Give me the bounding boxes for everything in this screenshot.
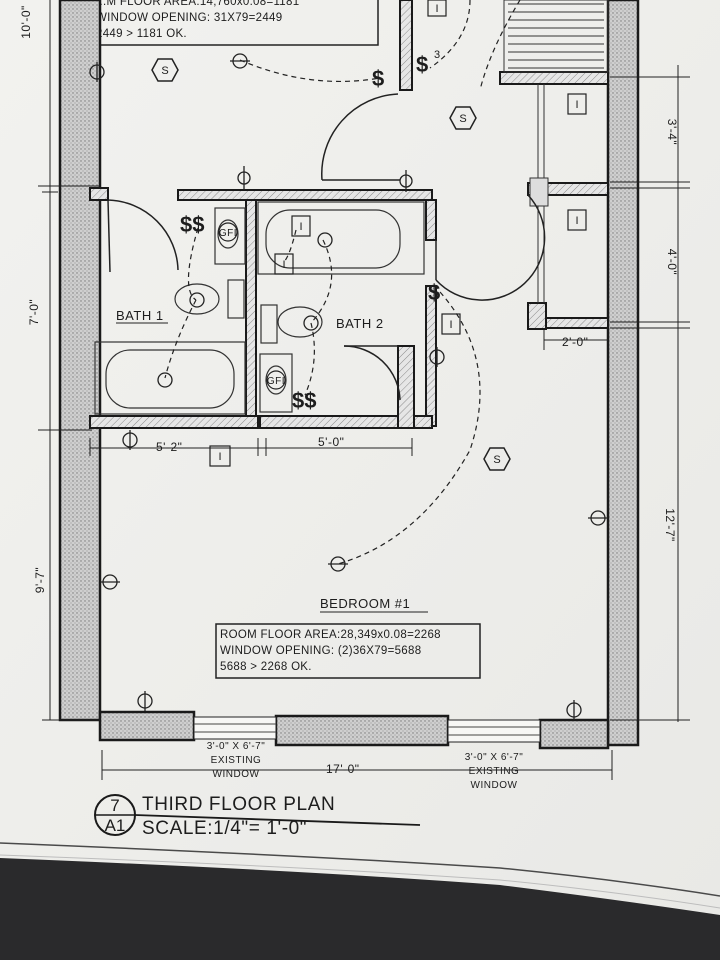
room-label-bath1: BATH 1 xyxy=(116,308,164,323)
light-fixture-icon: I xyxy=(567,209,587,231)
title-block: 7 A1 THIRD FLOOR PLAN SCALE:1/4"= 1'-0" xyxy=(94,794,421,839)
dim-bath2-width: 5'-0" xyxy=(318,435,344,449)
svg-text:I: I xyxy=(218,451,221,463)
dim-bath1-width: 5'-2" xyxy=(156,440,182,454)
light-fixture-icon: I xyxy=(274,253,294,275)
light-fixture-icon: I xyxy=(441,313,461,335)
window-right-window: WINDOW xyxy=(471,780,518,791)
upper-note-line-3: 2449 > 1181 OK. xyxy=(96,28,187,40)
svg-text:I: I xyxy=(575,99,578,111)
smoke-label: S xyxy=(493,454,500,466)
stair xyxy=(503,0,609,73)
dim-right-mid: 4'-0" xyxy=(665,249,679,275)
plan-title: THIRD FLOOR PLAN xyxy=(142,794,335,815)
plan-scale: SCALE:1/4"= 1'-0" xyxy=(142,818,307,839)
svg-text:I: I xyxy=(435,3,438,15)
outlet-icon xyxy=(89,53,608,720)
paper xyxy=(0,0,720,915)
light-fixture-icon: I xyxy=(427,0,447,17)
light-fixture-icon: I xyxy=(291,215,311,237)
smoke-label: S xyxy=(161,65,168,77)
ceiling-light-icon xyxy=(157,232,333,388)
smoke-label: S xyxy=(459,113,466,125)
gfi-outlet-icon: GFI xyxy=(218,222,238,242)
svg-text:I: I xyxy=(299,221,302,233)
switch-icon: $ xyxy=(372,66,384,91)
window-left-size: 3'-0" X 6'-7" xyxy=(207,741,266,752)
dim-left-bottom: 9'-7" xyxy=(33,567,47,593)
doors xyxy=(107,93,546,401)
room-label-bedroom: BEDROOM #1 xyxy=(320,596,410,611)
window-right-existing: EXISTING xyxy=(469,766,520,777)
gfi-label: GFI xyxy=(267,376,285,387)
smoke-detector-icon: S xyxy=(449,106,477,130)
window-label-right: 3'-0" X 6'-7" EXISTING WINDOW xyxy=(465,752,524,791)
bedroom-note-line-2: WINDOW OPENING: (2)36X79=5688 xyxy=(220,645,421,657)
circuit-wiring xyxy=(164,0,521,565)
exterior-walls xyxy=(58,0,640,750)
bath1-fixtures xyxy=(94,207,246,415)
switch-icon: $ xyxy=(428,280,440,305)
dim-left-mid: 7'-0" xyxy=(27,299,41,325)
bedroom-note: ROOM FLOOR AREA:28,349x0.08=2268 WINDOW … xyxy=(215,623,481,679)
gfi-outlet-icon: GFI xyxy=(266,370,286,390)
light-fixture-icon: I xyxy=(567,93,587,115)
dim-right-top: 3'-4" xyxy=(665,119,679,145)
room-label-bath2: BATH 2 xyxy=(336,316,384,331)
smoke-detector-icon: S xyxy=(483,447,511,471)
window-right-size: 3'-0" X 6'-7" xyxy=(465,752,524,763)
gfi-label: GFI xyxy=(219,228,237,239)
svg-text:I: I xyxy=(282,259,285,271)
dimension-lines xyxy=(38,0,690,780)
dim-overall-width: 17'-0" xyxy=(326,762,360,776)
double-switch-icon: $$ xyxy=(292,388,316,413)
double-switch-icon: $$ xyxy=(180,212,204,237)
dim-right-bottom: 12'-7" xyxy=(663,508,677,542)
detail-number: 7 xyxy=(110,796,119,815)
bottom-windows xyxy=(193,716,541,743)
window-left-window: WINDOW xyxy=(213,769,260,780)
sheet-number: A1 xyxy=(105,816,126,835)
three-way-switch-icon: $ xyxy=(416,52,428,77)
window-label-left: 3'-0" X 6'-7" EXISTING WINDOW xyxy=(207,741,266,780)
dim-left-top: 10'-0" xyxy=(19,5,33,39)
bedroom-note-line-3: 5688 > 2268 OK. xyxy=(220,661,312,673)
three-way-mark: 3 xyxy=(434,49,440,61)
interior-walls xyxy=(89,0,609,429)
svg-text:I: I xyxy=(575,215,578,227)
upper-note-line-1: ...M FLOOR AREA:14,760x0.08=1181 xyxy=(96,0,299,8)
window-left-existing: EXISTING xyxy=(211,755,262,766)
svg-text:I: I xyxy=(449,319,452,331)
smoke-detector-icon: S xyxy=(151,58,179,82)
light-fixture-icon: I xyxy=(209,445,231,467)
upper-note-line-2: WINDOW OPENING: 31X79=2449 xyxy=(96,12,282,24)
bath2-fixtures xyxy=(257,201,425,413)
dim-closet-width: 2'-0" xyxy=(562,335,588,349)
bedroom-note-line-1: ROOM FLOOR AREA:28,349x0.08=2268 xyxy=(220,629,441,641)
closet-area xyxy=(529,84,549,303)
